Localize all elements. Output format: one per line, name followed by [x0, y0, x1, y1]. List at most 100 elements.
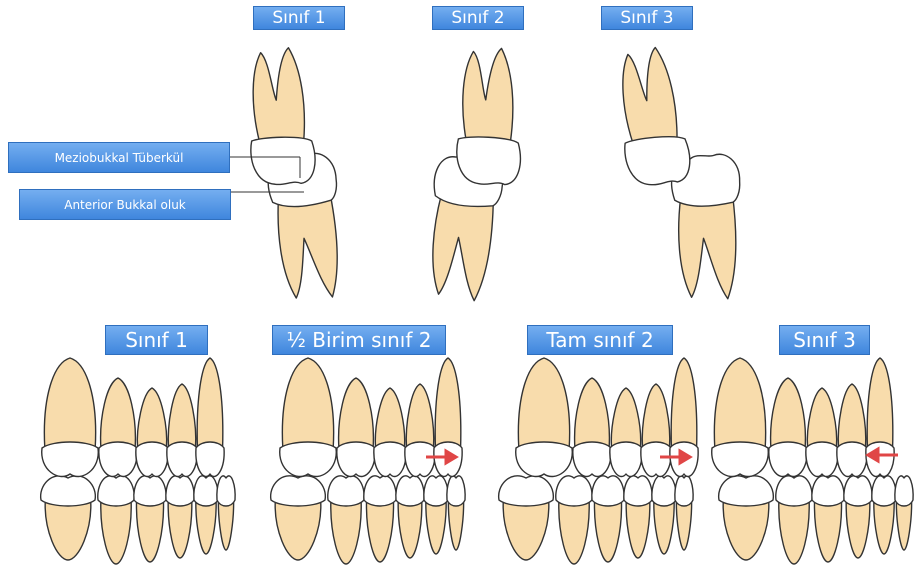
lower-tooth-1-3-crown: [134, 476, 166, 506]
lower-molar-class-1-root: [274, 192, 345, 303]
upper-tooth-3-1: [516, 358, 573, 476]
arch-segment-2: [271, 358, 465, 564]
lower-tooth-2-6: [447, 476, 465, 550]
top-label-class-1: Sınıf 1: [253, 6, 345, 30]
upper-tooth-1-2-root: [101, 378, 136, 448]
lower-tooth-1-6-crown: [217, 476, 235, 506]
lower-tooth-1-5: [194, 476, 218, 554]
callout-anterior-buccal-groove: Anterior Bukkal oluk: [19, 189, 231, 220]
upper-molar-class-2-root: [461, 47, 515, 143]
upper-tooth-4-4-root: [838, 384, 865, 448]
lower-tooth-4-3-root: [814, 500, 841, 562]
top-label-class-2: Sınıf 2: [432, 6, 524, 30]
bottom-label-class-3: Sınıf 3: [779, 325, 870, 355]
upper-molar-class-3-root: [619, 46, 679, 145]
lower-tooth-1-1-crown: [41, 476, 96, 506]
upper-molar-class-3-crown: [624, 134, 692, 188]
arch-segment-3: [499, 358, 698, 564]
upper-tooth-4-5: [866, 358, 894, 476]
upper-tooth-1-3-root: [137, 388, 166, 448]
lower-tooth-2-2-root: [331, 500, 361, 564]
upper-molar-class-3: [614, 45, 692, 187]
lower-tooth-3-2-root: [559, 500, 589, 564]
upper-tooth-3-4: [641, 384, 671, 476]
lower-tooth-1-5-crown: [194, 476, 218, 506]
lower-tooth-2-1-crown: [271, 476, 326, 506]
upper-tooth-3-4-crown: [641, 442, 671, 476]
lower-tooth-1-1-root: [45, 500, 91, 560]
upper-tooth-1-2: [99, 378, 137, 476]
lower-tooth-3-5-root: [654, 500, 674, 554]
upper-tooth-2-2-root: [339, 378, 374, 448]
lower-tooth-1-2-root: [101, 500, 131, 564]
lower-tooth-1-3-root: [136, 500, 163, 562]
upper-tooth-2-3-root: [375, 388, 404, 448]
bottom-label-half-unit-class-2: ½ Birim sınıf 2: [272, 325, 446, 355]
upper-tooth-1-3: [136, 388, 168, 476]
upper-tooth-3-3-root: [611, 388, 640, 448]
lower-tooth-3-6-root: [676, 500, 691, 550]
upper-tooth-2-1: [280, 358, 337, 476]
lower-tooth-4-1-root: [723, 500, 769, 560]
upper-tooth-2-1-root: [282, 358, 333, 448]
upper-tooth-4-2-root: [771, 378, 806, 448]
upper-molar-class-2-crown: [456, 136, 521, 185]
lower-tooth-3-6-crown: [675, 476, 693, 506]
upper-tooth-3-1-root: [518, 358, 569, 448]
upper-tooth-3-2-crown: [573, 442, 611, 476]
lower-tooth-4-5: [872, 476, 896, 554]
arch-segment-1: [41, 358, 235, 564]
upper-tooth-1-4-root: [168, 384, 195, 448]
lower-molar-class-2-root: [429, 194, 494, 302]
lower-tooth-4-1: [719, 476, 774, 560]
lower-tooth-3-4-root: [626, 500, 650, 558]
upper-tooth-1-5-root: [197, 358, 223, 448]
lower-tooth-2-4: [396, 476, 424, 558]
bottom-label-full-class-2: Tam sınıf 2: [527, 325, 673, 355]
bottom-label-class-1: Sınıf 1: [105, 325, 208, 355]
lower-tooth-3-2-crown: [556, 476, 592, 506]
lower-tooth-1-2: [98, 476, 134, 564]
lower-tooth-2-5-root: [426, 500, 446, 554]
upper-tooth-1-5: [196, 358, 224, 476]
lower-tooth-2-6-crown: [447, 476, 465, 506]
lower-tooth-2-3: [364, 476, 396, 562]
upper-tooth-3-2: [573, 378, 611, 476]
upper-tooth-2-2: [337, 378, 375, 476]
upper-tooth-1-4-crown: [167, 442, 197, 476]
upper-tooth-4-2-crown: [769, 442, 807, 476]
lower-tooth-3-1: [499, 476, 554, 560]
upper-tooth-1-1-root: [44, 358, 95, 448]
upper-tooth-4-1: [712, 358, 769, 476]
lower-tooth-3-3-crown: [592, 476, 624, 506]
lower-tooth-4-1-crown: [719, 476, 774, 506]
arch-segment-4: [712, 358, 913, 564]
upper-tooth-4-4: [837, 384, 867, 476]
lower-tooth-3-4: [624, 476, 652, 558]
lower-tooth-2-5: [424, 476, 448, 554]
lower-tooth-2-2-crown: [328, 476, 364, 506]
lower-tooth-1-6-root: [218, 500, 233, 550]
upper-tooth-3-2-root: [575, 378, 610, 448]
lower-tooth-3-3: [592, 476, 624, 562]
upper-molar-class-1-root: [252, 47, 306, 143]
lower-tooth-4-4-root: [846, 500, 870, 558]
upper-tooth-4-1-root: [714, 358, 765, 448]
lower-tooth-1-4-crown: [166, 476, 194, 506]
lower-tooth-4-6-root: [896, 500, 911, 550]
upper-tooth-4-4-crown: [837, 442, 867, 476]
upper-tooth-2-3-crown: [374, 442, 406, 476]
upper-tooth-3-3: [610, 388, 642, 476]
lower-tooth-3-6: [675, 476, 693, 550]
upper-tooth-1-3-crown: [136, 442, 168, 476]
upper-tooth-2-4-crown: [405, 442, 435, 476]
upper-molar-class-1-crown: [250, 136, 315, 185]
upper-molar-class-2: [456, 47, 525, 186]
upper-tooth-2-3: [374, 388, 406, 476]
lower-tooth-2-6-root: [448, 500, 463, 550]
lower-tooth-4-2-crown: [776, 476, 812, 506]
upper-tooth-2-1-crown: [280, 442, 337, 476]
upper-molar-class-1: [247, 47, 316, 186]
upper-tooth-2-5-root: [435, 358, 461, 448]
